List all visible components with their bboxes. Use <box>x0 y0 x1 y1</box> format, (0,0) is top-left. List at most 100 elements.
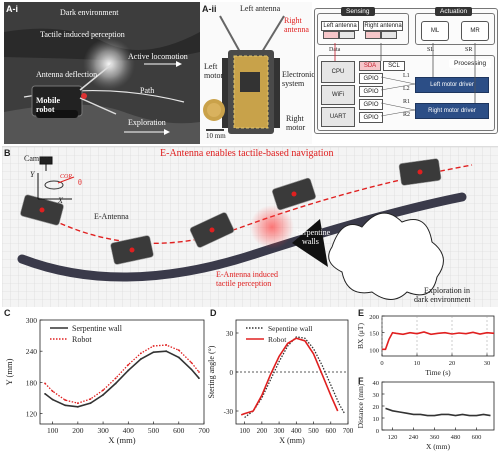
exploration-label: Exploration <box>128 118 166 127</box>
x-tick-label: 100 <box>239 427 250 435</box>
data-point <box>76 405 79 408</box>
mobile-robot-label: Mobile robot <box>36 96 60 114</box>
y-tick-label: -30 <box>224 408 234 416</box>
y-tick-label: 120 <box>26 410 38 419</box>
e-antenna-label: E-Antenna <box>94 212 129 221</box>
x-axis-label: X (mm) <box>279 436 305 445</box>
dark-environment-label: Dark environment <box>60 8 119 17</box>
panel-a-ii-image <box>200 2 312 144</box>
plot-frame <box>39 319 205 425</box>
sensing-title: Sensing <box>341 7 375 16</box>
data-point <box>114 377 117 380</box>
data-point <box>177 349 180 352</box>
x-tick-label: 20 <box>449 360 456 367</box>
plot-frame <box>381 381 495 431</box>
cor-label: COR <box>60 174 72 180</box>
x-tick-label: 500 <box>148 426 160 435</box>
x-tick-label: 700 <box>343 427 354 435</box>
right-antenna-label: Right antenna <box>284 16 309 34</box>
data-point <box>127 369 130 372</box>
path-label: Path <box>140 86 155 95</box>
gpio-pin-3: GPIO <box>359 99 383 110</box>
x-tick-label: 360 <box>430 434 440 441</box>
y-axis-label: BX (μT) <box>356 323 365 349</box>
gpio-pin-1: GPIO <box>359 73 383 84</box>
y-tick-label: 30 <box>226 330 234 338</box>
data-point <box>64 399 67 401</box>
left-motor-driver: Left motor driver <box>415 77 489 93</box>
y-tick-label: 20 <box>373 404 380 411</box>
panel-a-i-illustration <box>4 2 200 144</box>
axis-x-label: X <box>58 196 63 205</box>
y-tick-label: 10 <box>373 416 380 423</box>
data-point <box>51 398 54 401</box>
sda-pin: SDA <box>359 61 381 71</box>
navigation-scene <box>2 147 498 307</box>
y-tick-label: 30 <box>373 392 380 399</box>
panel-label-a-i: A-i <box>6 4 18 14</box>
x-tick-label: 400 <box>291 427 302 435</box>
data-point <box>165 344 168 346</box>
x-tick-label: 10 <box>414 360 421 367</box>
panel-label-a-ii: A-ii <box>202 4 217 14</box>
camera-label: Camera <box>24 154 49 163</box>
data-point <box>152 345 155 347</box>
legend-label-1: Serpentine wall <box>72 324 123 333</box>
right-motor-driver: Right motor driver <box>415 103 489 119</box>
actuation-title: Actuation <box>435 7 473 16</box>
y-tick-label: 0 <box>230 369 234 377</box>
y-tick-label: 240 <box>26 347 38 356</box>
x-tick-label: 300 <box>274 427 285 435</box>
data-point <box>89 398 92 400</box>
system-diagram: Sensing Left antenna Right antenna Actua… <box>314 7 498 134</box>
x-tick-label: 600 <box>326 427 337 435</box>
x-tick-label: 200 <box>257 427 268 435</box>
system-connectors <box>334 43 476 117</box>
panel-b-title: E-Antenna enables tactile-based navigati… <box>160 148 334 159</box>
legend-label-2: Robot <box>268 335 287 344</box>
x-tick-label: 500 <box>308 427 319 435</box>
data-point <box>102 389 104 392</box>
panel-label-c: C <box>4 308 11 318</box>
left-sensor-chip <box>323 31 339 39</box>
data-point <box>102 393 104 396</box>
panel-b-image <box>2 146 498 307</box>
x-tick-label: 480 <box>451 434 461 441</box>
data-point <box>64 404 67 407</box>
y-axis-label: Y (mm) <box>4 358 14 385</box>
tactile-perception-label: Tactile induced perception <box>40 30 125 39</box>
x-tick-label: 30 <box>484 360 491 367</box>
x-tick-label: 400 <box>123 426 135 435</box>
series-line-1 <box>244 336 346 419</box>
panel-label-f: F <box>358 376 364 386</box>
data-point <box>76 402 79 405</box>
uart-block: UART <box>321 107 355 127</box>
data-point <box>51 390 54 393</box>
theta-label: θ <box>78 178 82 187</box>
y-axis-label: Stering angle (°) <box>207 345 216 398</box>
antenna-deflection-label: Antenna deflection <box>36 70 98 79</box>
r2-label: R2 <box>403 112 411 118</box>
x-tick-label: 120 <box>388 434 398 441</box>
x-axis-label: X (mm) <box>108 435 135 445</box>
x-tick-label: 100 <box>47 426 59 435</box>
panel-label-e: E <box>358 308 365 318</box>
serpentine-walls-caption-2: walls <box>302 237 319 246</box>
x-tick-label: 600 <box>173 426 185 435</box>
left-motor-label: Left motor <box>204 62 224 80</box>
data-point <box>190 361 193 364</box>
axis-y-label: Y <box>30 170 35 179</box>
gpio-pin-4: GPIO <box>359 112 383 123</box>
mr-motor: MR <box>461 21 489 41</box>
gpio-pin-2: GPIO <box>359 86 383 97</box>
r1-label: R1 <box>403 99 411 105</box>
data-point <box>198 377 200 380</box>
y-tick-label: 300 <box>26 316 38 325</box>
panel-label-d: D <box>210 308 217 318</box>
y-tick-label: 100 <box>369 347 379 354</box>
l2-label: L2 <box>403 86 410 92</box>
x-tick-label: 200 <box>72 426 84 435</box>
active-locomotion-label: Active locomotion <box>128 52 188 61</box>
data-point <box>44 392 46 395</box>
